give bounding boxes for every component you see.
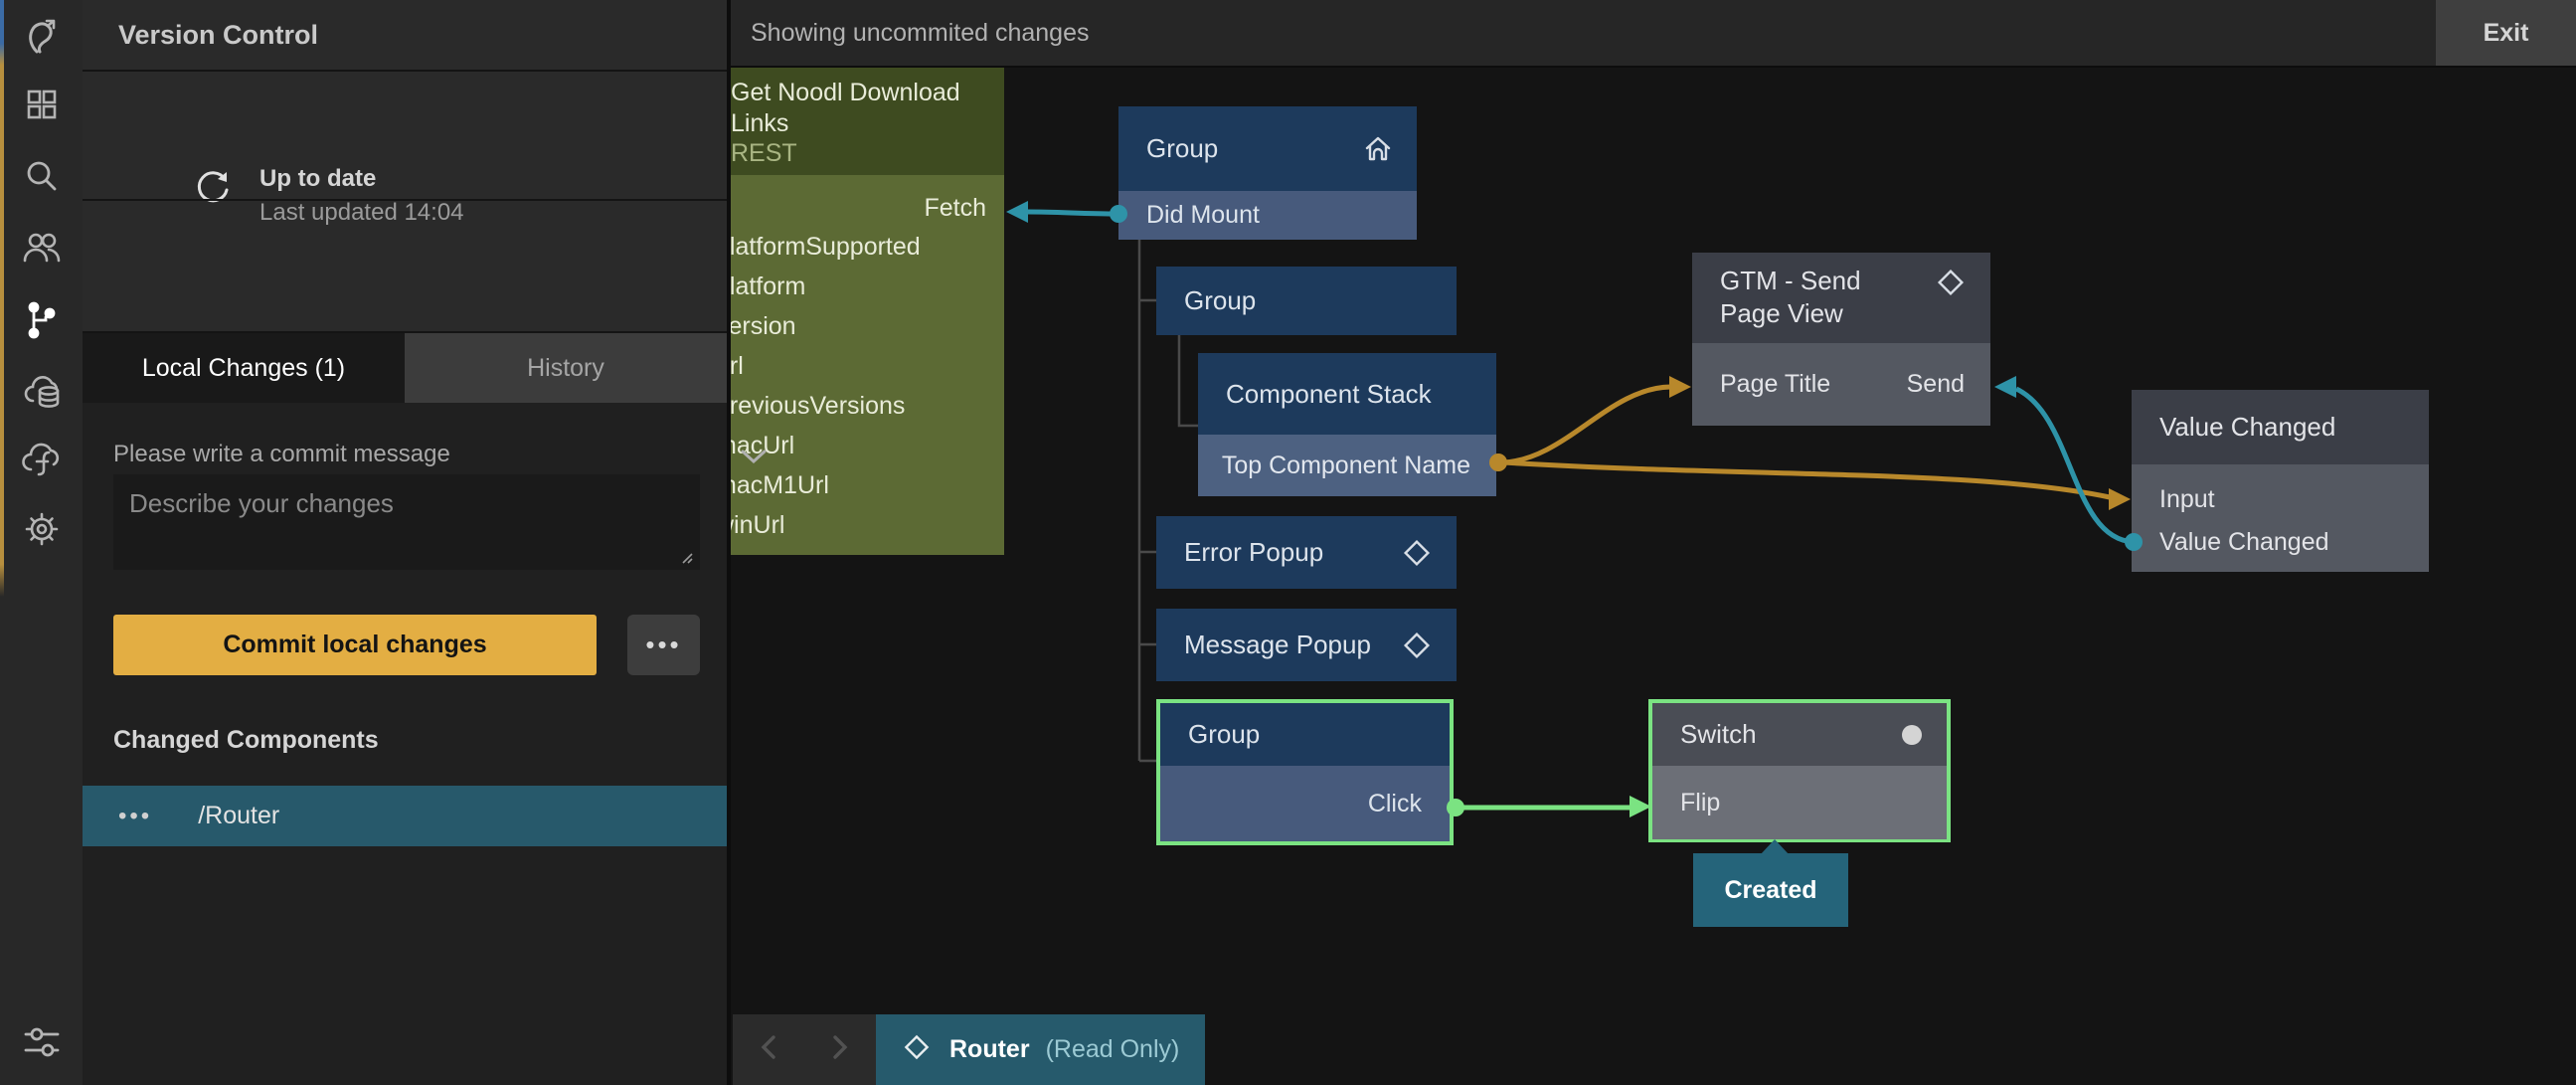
settings-gear-icon[interactable] bbox=[23, 510, 61, 548]
sync-updated-text: Last updated 14:04 bbox=[259, 199, 464, 226]
node-title: GTM - Send Page View bbox=[1720, 266, 1861, 328]
panel-title: Version Control bbox=[118, 19, 319, 50]
editor-preferences-icon[interactable] bbox=[22, 1024, 62, 1060]
wire-arrowhead bbox=[1669, 376, 1691, 398]
node-title: Group bbox=[1146, 133, 1219, 163]
version-control-icon[interactable] bbox=[25, 300, 59, 340]
created-connection-badge: Created bbox=[1693, 853, 1848, 927]
node-rest[interactable]: Get Noodl Download Links REST Fetch plat… bbox=[696, 66, 1004, 555]
port-output[interactable]: winUrl bbox=[716, 510, 785, 539]
component-path: /Router bbox=[198, 802, 280, 829]
node-rest-header: Get Noodl Download Links REST bbox=[696, 66, 1004, 175]
nav-back-icon[interactable] bbox=[757, 1032, 780, 1067]
more-options-button[interactable]: ••• bbox=[627, 615, 700, 675]
sync-status-row[interactable]: Up to date Last updated 14:04 bbox=[83, 70, 727, 226]
divider bbox=[83, 331, 727, 333]
node-gtm-send-page-view[interactable]: GTM - Send Page View Page Title Send bbox=[1692, 253, 1990, 426]
port-output[interactable]: macM1Url bbox=[716, 470, 829, 499]
wire-arrowhead bbox=[1006, 201, 1028, 223]
port-output[interactable]: url bbox=[696, 346, 1004, 386]
component-tab-title: Router bbox=[949, 1035, 1030, 1063]
node-title: Get Noodl Download Links bbox=[731, 79, 960, 137]
node-group-child[interactable]: Group bbox=[1156, 267, 1457, 335]
node-title: Value Changed bbox=[2159, 412, 2336, 442]
read-only-badge: (Read Only) bbox=[1045, 1035, 1180, 1063]
panel-tabs: Local Changes (1) History bbox=[83, 333, 727, 403]
port-output[interactable]: version bbox=[716, 311, 796, 340]
component-dots-icon: ••• bbox=[118, 802, 153, 829]
tab-local-changes[interactable]: Local Changes (1) bbox=[83, 333, 405, 403]
state-dot-icon bbox=[1901, 724, 1947, 746]
wire-didmount-fetch bbox=[1027, 209, 1119, 217]
noodl-logo-icon[interactable] bbox=[23, 16, 61, 56]
commit-local-changes-button[interactable]: Commit local changes bbox=[113, 615, 597, 675]
port-output[interactable]: platform bbox=[716, 271, 806, 300]
wire-arrowhead bbox=[1994, 376, 2016, 398]
node-title: Switch bbox=[1680, 719, 1757, 749]
wire-valuechanged-send bbox=[2014, 386, 2135, 545]
component-diamond-icon bbox=[1401, 537, 1457, 569]
home-icon bbox=[1363, 135, 1417, 163]
wire-topname-input bbox=[1502, 459, 2111, 500]
uncommitted-changes-status: Showing uncommited changes bbox=[751, 18, 1090, 47]
collaborators-icon[interactable] bbox=[22, 231, 62, 265]
component-diamond-icon bbox=[902, 1032, 932, 1067]
port-flip[interactable]: Flip bbox=[1652, 766, 1947, 839]
search-icon[interactable] bbox=[24, 158, 60, 194]
node-value-changed[interactable]: Value Changed Input Value Changed bbox=[2132, 390, 2429, 572]
node-title: Component Stack bbox=[1226, 378, 1432, 409]
wire-topname-pagetitle bbox=[1502, 384, 1671, 465]
window-edge-strip bbox=[0, 0, 4, 1085]
node-title: Message Popup bbox=[1184, 630, 1371, 659]
node-group-home[interactable]: Group Did Mount bbox=[1118, 106, 1417, 240]
port-send[interactable]: Send bbox=[1906, 370, 1965, 398]
commit-message-prompt: Please write a commit message bbox=[113, 441, 450, 467]
node-title: Group bbox=[1184, 285, 1257, 315]
wire-arrowhead bbox=[2109, 488, 2131, 510]
node-message-popup[interactable]: Message Popup bbox=[1156, 609, 1457, 681]
nav-forward-icon[interactable] bbox=[828, 1032, 852, 1067]
node-component-stack[interactable]: Component Stack Top Component Name bbox=[1198, 353, 1496, 496]
port-input[interactable]: Input bbox=[2159, 485, 2215, 513]
divider bbox=[83, 199, 727, 201]
chevron-down-icon[interactable] bbox=[739, 448, 769, 470]
sync-status-text: Up to date bbox=[259, 165, 377, 192]
changed-component-row-router[interactable]: ••• /Router bbox=[83, 786, 727, 846]
node-title: Group bbox=[1188, 719, 1261, 749]
exit-button[interactable]: Exit bbox=[2436, 0, 2576, 66]
port-fetch[interactable]: Fetch bbox=[924, 193, 986, 222]
port-did-mount[interactable]: Did Mount bbox=[1118, 191, 1417, 240]
node-group-selected[interactable]: Group Click bbox=[1156, 699, 1454, 845]
commit-message-input[interactable] bbox=[113, 474, 700, 570]
active-branch-row[interactable]: Active branch main bbox=[83, 199, 767, 487]
node-subtitle: REST bbox=[731, 139, 797, 167]
port-click[interactable]: Click bbox=[1160, 766, 1450, 841]
component-diamond-icon bbox=[1935, 253, 1990, 298]
node-error-popup[interactable]: Error Popup bbox=[1156, 516, 1457, 589]
components-grid-icon[interactable] bbox=[25, 88, 59, 121]
port-output[interactable]: platformSupported bbox=[716, 232, 921, 261]
open-component-tab-router[interactable]: Router (Read Only) bbox=[876, 1014, 1205, 1085]
cloud-functions-icon[interactable] bbox=[21, 441, 63, 476]
port-top-component-name[interactable]: Top Component Name bbox=[1198, 435, 1496, 496]
version-control-panel: Version Control Up to date Last updated … bbox=[83, 0, 767, 1085]
local-changes-tab-content: Please write a commit message Commit loc… bbox=[83, 403, 727, 1085]
refresh-icon[interactable] bbox=[192, 166, 234, 213]
activity-sidebar bbox=[0, 0, 83, 1085]
canvas-top-bar: Showing uncommited changes Exit bbox=[731, 0, 2576, 68]
port-output[interactable]: previousVersions bbox=[716, 391, 906, 420]
changed-components-heading: Changed Components bbox=[113, 726, 379, 754]
canvas-nav-bar bbox=[733, 1014, 876, 1085]
port-value-changed[interactable]: Value Changed bbox=[2159, 528, 2329, 556]
textarea-resize-handle[interactable] bbox=[679, 550, 693, 569]
divider bbox=[83, 70, 727, 72]
cloud-services-icon[interactable] bbox=[21, 373, 63, 411]
component-diamond-icon bbox=[1401, 630, 1457, 661]
port-page-title[interactable]: Page Title bbox=[1720, 370, 1831, 398]
node-title: Error Popup bbox=[1184, 537, 1324, 567]
node-switch[interactable]: Switch Flip bbox=[1648, 699, 1951, 842]
tab-history[interactable]: History bbox=[405, 333, 727, 403]
